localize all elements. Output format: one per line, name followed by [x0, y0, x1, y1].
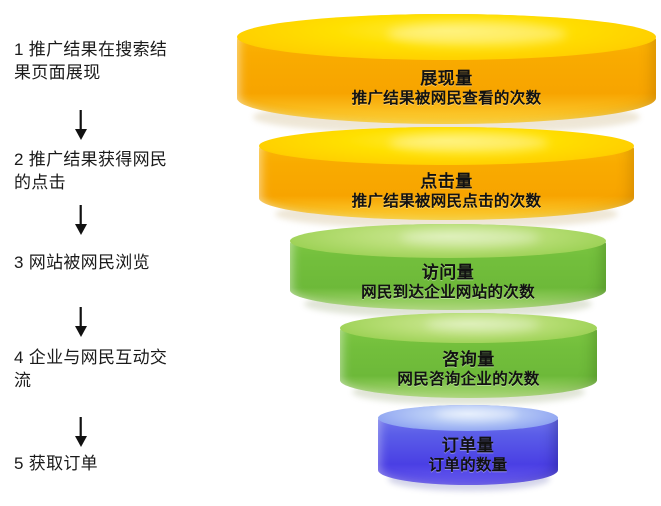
stage-subtitle: 网民到达企业网站的次数 [361, 284, 535, 301]
stage-subtitle: 网民咨询企业的次数 [397, 371, 540, 388]
down-arrow-icon [72, 110, 90, 142]
stage-title: 咨询量 [442, 350, 495, 369]
down-arrow-icon [72, 417, 90, 449]
cylinder-top-face [259, 127, 634, 165]
stage-label: 访问量 网民到达企业网站的次数 [290, 262, 606, 303]
cylinder-top-face [237, 14, 656, 60]
cylinder-top-face [378, 405, 558, 431]
step-3-label: 3 网站被网民浏览 [14, 253, 150, 272]
stage-label: 点击量 推广结果被网民点击的次数 [259, 171, 634, 212]
cylinder-top-face [340, 313, 597, 343]
stage-title: 订单量 [441, 436, 495, 455]
step-1-label: 1 推广结果在搜索结 果页面展现 [14, 40, 168, 82]
cylinder-top-face [290, 224, 606, 258]
stage-subtitle: 推广结果被网民点击的次数 [351, 193, 542, 210]
step-5-label: 5 获取订单 [14, 454, 98, 473]
step-4-label: 4 企业与网民互动交 流 [14, 348, 168, 390]
stage-subtitle: 推广结果被网民查看的次数 [351, 90, 542, 107]
stage-title: 展现量 [420, 69, 473, 88]
stage-title: 访问量 [421, 263, 475, 282]
stage-subtitle: 订单的数量 [428, 457, 508, 474]
step-2-label: 2 推广结果获得网民 的点击 [14, 150, 168, 192]
down-arrow-icon [72, 205, 90, 237]
stage-label: 订单量 订单的数量 [378, 435, 558, 476]
stage-visits[interactable]: 访问量 网民到达企业网站的次数 [290, 224, 606, 318]
stage-label: 咨询量 网民咨询企业的次数 [340, 349, 597, 390]
stage-impressions[interactable]: 展现量 推广结果被网民查看的次数 [237, 14, 656, 134]
stage-inquiries[interactable]: 咨询量 网民咨询企业的次数 [340, 313, 597, 405]
stage-clicks[interactable]: 点击量 推广结果被网民点击的次数 [259, 127, 634, 229]
stage-label: 展现量 推广结果被网民查看的次数 [237, 68, 656, 109]
stage-orders[interactable]: 订单量 订单的数量 [378, 405, 558, 491]
stage-title: 点击量 [420, 172, 473, 191]
down-arrow-icon [72, 307, 90, 339]
funnel-stack: 展现量 推广结果被网民查看的次数 点击量 推广结果被网民点击的次数 访问量 网民… [232, 0, 661, 506]
step-list: 1 推广结果在搜索结 果页面展现 2 推广结果获得网民 的点击 3 网站被网民浏… [0, 0, 232, 506]
